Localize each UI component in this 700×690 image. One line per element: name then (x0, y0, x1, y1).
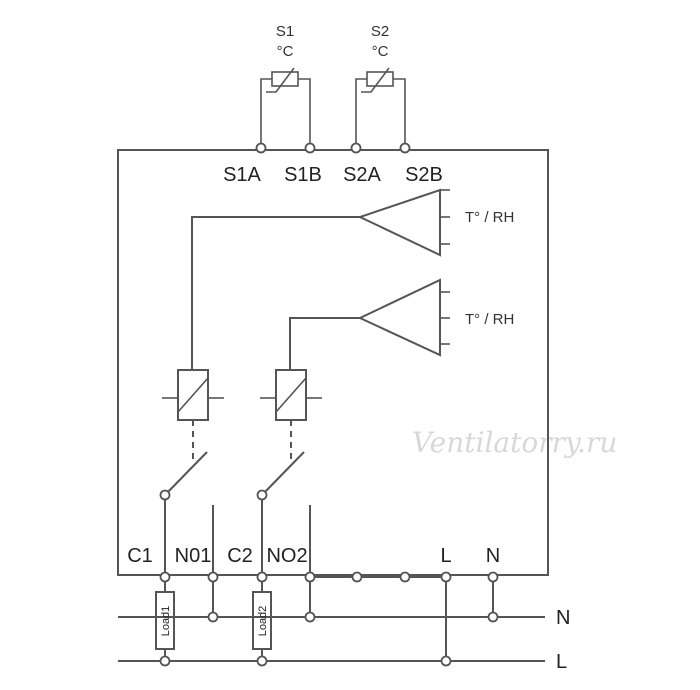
terminal-c2-node (256, 571, 268, 583)
terminal-no2-node (304, 571, 316, 583)
relay-1-switch-contact (164, 451, 208, 496)
thermistor-s2-icon (366, 71, 394, 87)
terminal-s1a-node (255, 142, 267, 154)
relay-2-switch-contact (261, 451, 305, 496)
terminal-n-label: N (486, 545, 500, 567)
amplifier-2-output-wire (289, 317, 360, 370)
relay-1 (159, 369, 224, 573)
terminal-s1b-node (304, 142, 316, 154)
live-line-label: L (556, 651, 567, 673)
terminal-no1-label: N01 (175, 545, 212, 567)
terminal-bridge-node-2 (399, 571, 411, 583)
terminal-s2b-node (399, 142, 411, 154)
terminal-s2b-label: S2B (405, 164, 443, 186)
channel-2-label: T° / RH (465, 311, 514, 328)
neutral-line-label: N (556, 607, 570, 629)
load-1: Load1 (155, 591, 175, 650)
sensor-s1-unit: °C (277, 43, 294, 60)
amplifier-2-triangle (357, 278, 441, 357)
terminal-s1a-label: S1A (223, 164, 261, 186)
terminal-l-node (440, 571, 452, 583)
relay-1-pivot-node (159, 489, 171, 501)
thermistor-s1-slash (266, 67, 295, 93)
terminal-c2-label: C2 (227, 545, 253, 567)
terminal-l-label: L (440, 545, 451, 567)
live-junction-load2 (256, 655, 268, 667)
thermistor-s1-icon (271, 71, 299, 87)
sensor-s2-unit: °C (372, 43, 389, 60)
terminal-s1b-label: S1B (284, 164, 322, 186)
controller-housing (117, 149, 549, 576)
terminal-no2-label: NO2 (266, 545, 307, 567)
terminal-n-node (487, 571, 499, 583)
sensor-s2-lead-a (355, 78, 367, 148)
amplifier-1-output-wire (191, 216, 360, 370)
load-1-label: Load1 (160, 606, 172, 637)
relay-2 (256, 369, 322, 573)
neutral-junction-no1 (207, 611, 219, 623)
amplifier-channel-2: T° / RH (289, 278, 514, 370)
load-2-label: Load2 (257, 606, 269, 637)
neutral-junction-n (487, 611, 499, 623)
load-1-box (155, 591, 175, 650)
sensor-s1: S1 °C (255, 23, 316, 154)
terminal-no1-node (207, 571, 219, 583)
terminal-s2a-label: S2A (343, 164, 381, 186)
live-junction-l (440, 655, 452, 667)
terminal-s2a-node (350, 142, 362, 154)
channel-1-label: T° / RH (465, 209, 514, 226)
load-2: Load2 (252, 591, 272, 650)
sensor-s1-name: S1 (276, 23, 294, 40)
thermistor-s2-slash (361, 67, 390, 93)
watermark: Ventilatorry.ru (412, 426, 617, 459)
live-junction-load1 (159, 655, 171, 667)
sensor-s1-lead-b (298, 78, 311, 148)
sensor-s2-lead-b (393, 78, 406, 148)
sensor-s2: S2 °C (350, 23, 411, 154)
relay-2-pivot-node (256, 489, 268, 501)
sensor-s2-name: S2 (371, 23, 389, 40)
amplifier-channel-1: T° / RH (191, 188, 514, 370)
load-2-box (252, 591, 272, 650)
terminal-c1-node (159, 571, 171, 583)
amplifier-1-triangle (357, 188, 441, 257)
terminal-c1-label: C1 (127, 545, 153, 567)
terminal-bridge-node-1 (351, 571, 363, 583)
neutral-junction-no2 (304, 611, 316, 623)
sensor-s1-lead-a (260, 78, 272, 148)
